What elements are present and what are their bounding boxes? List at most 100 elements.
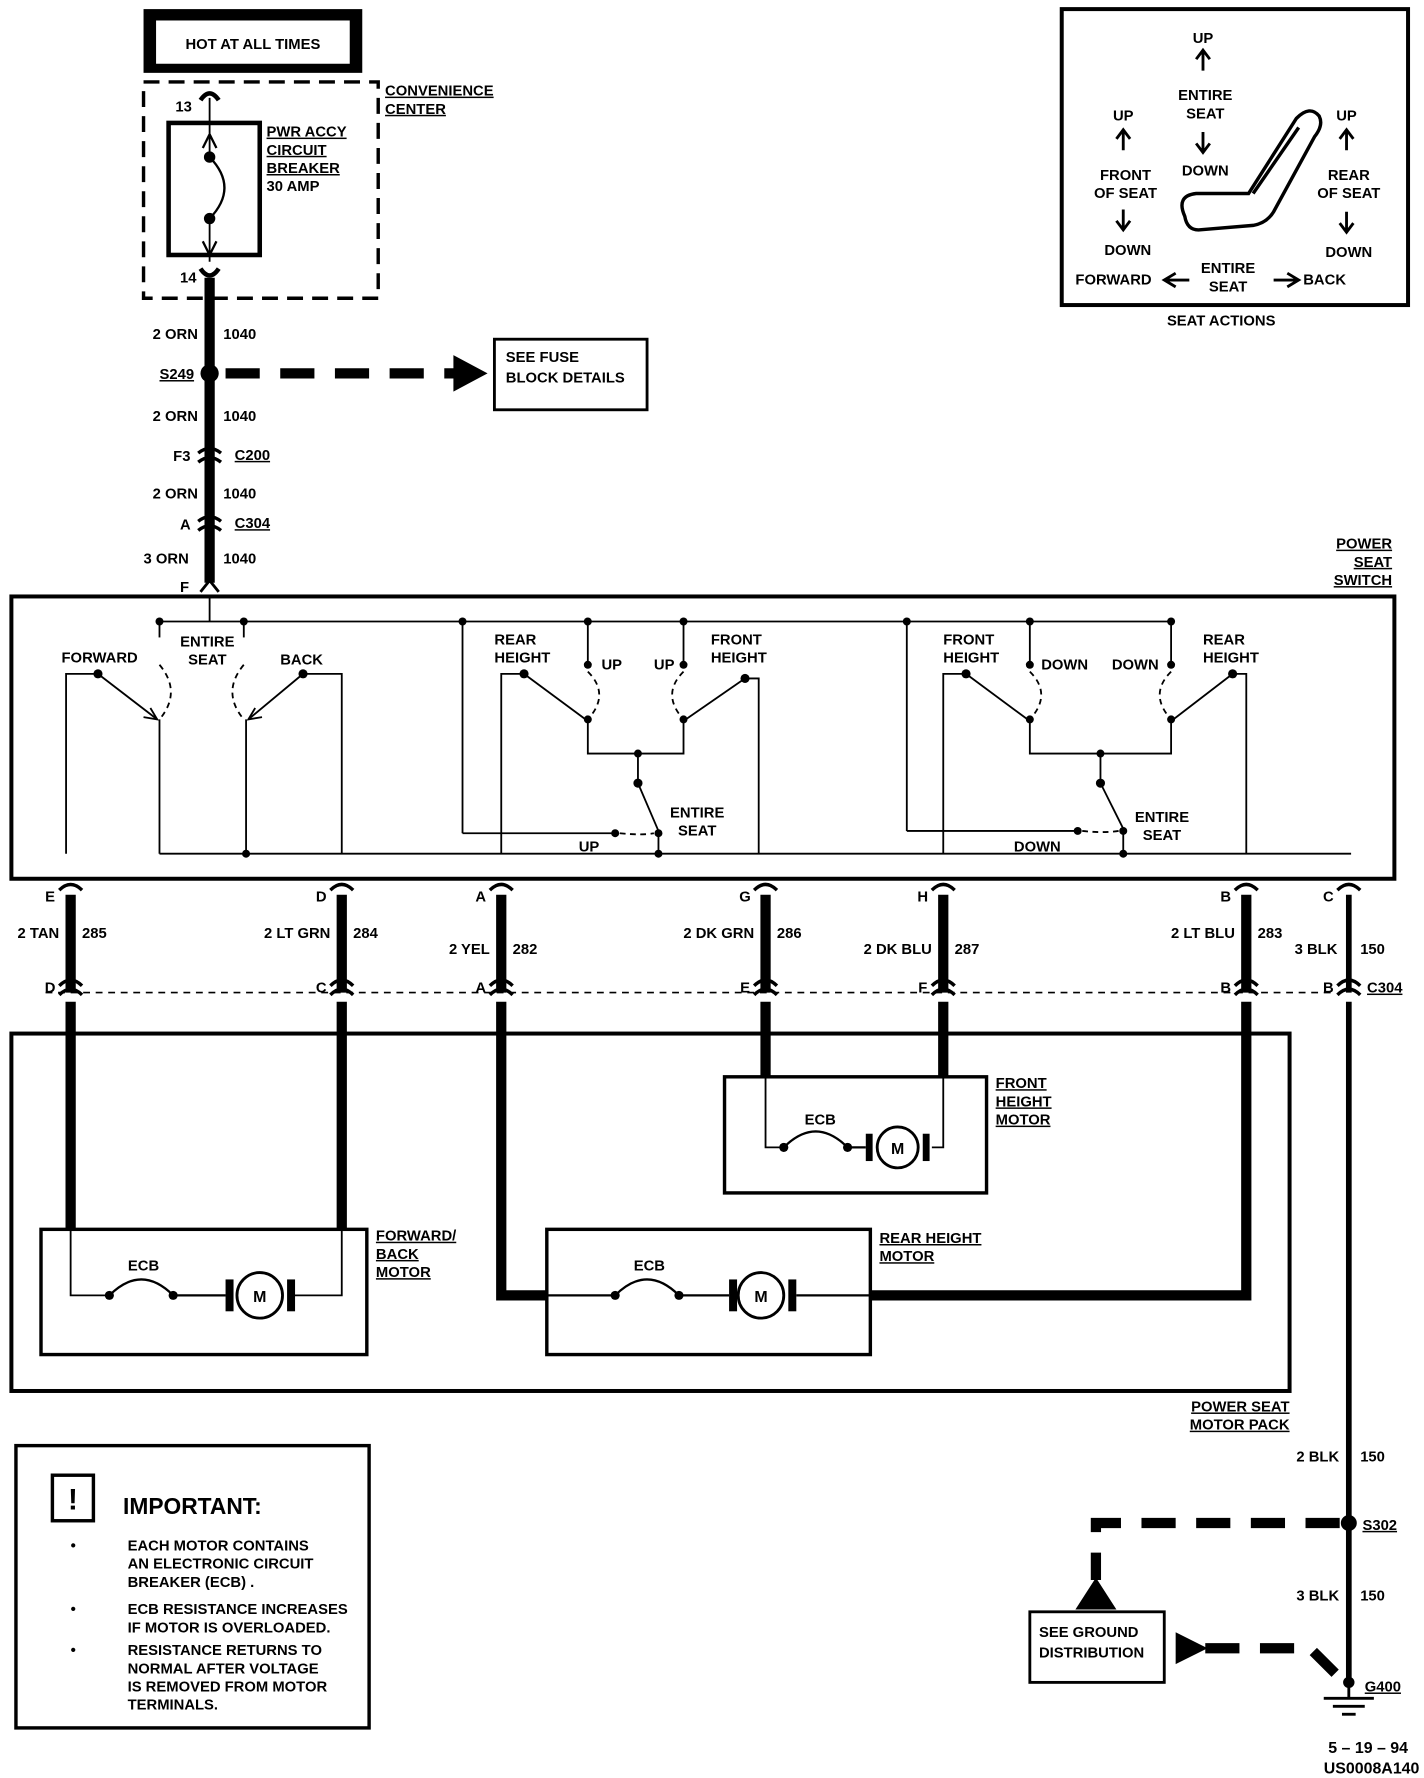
feed-wire-3-color: 2 ORN: [153, 487, 198, 503]
switch-pin-f: F: [180, 580, 189, 596]
rear-motor-symbol: M: [754, 1289, 767, 1306]
sw-front-height-b-2: HEIGHT: [943, 650, 999, 666]
fwd-back-motor-symbol: M: [253, 1289, 266, 1306]
sw-forward-label: FORWARD: [62, 650, 139, 666]
seat-actions-front-1: FRONT: [1100, 168, 1151, 184]
important-title: IMPORTANT:: [123, 1493, 262, 1519]
switch-connector-icon: [329, 882, 355, 892]
rear-height-motor-label-2: MOTOR: [879, 1249, 934, 1265]
wire-pin-top: H: [917, 890, 928, 906]
feed-wire-1-color: 2 ORN: [153, 327, 198, 343]
power-seat-switch-box: [9, 594, 1397, 881]
sw-rear-height-b-1: REAR: [1203, 632, 1245, 648]
sw-up-a: UP: [601, 657, 622, 673]
splice-s249: [200, 364, 219, 383]
fuse-ref-line2: BLOCK DETAILS: [506, 370, 625, 386]
switch-section-height-up: REAR HEIGHT UP UP FRONT HEIGHT: [458, 617, 767, 858]
wire-pin-bottom: A: [475, 981, 486, 997]
important-b3-l4: TERMINALS.: [128, 1698, 218, 1714]
sw-back-label: BACK: [280, 653, 323, 669]
wire-pin-bottom: C: [316, 981, 327, 997]
seat-actions-forward: FORWARD: [1075, 273, 1152, 289]
important-b2-l1: ECB RESISTANCE INCREASES: [128, 1602, 348, 1618]
seat-actions-entire-top-2: SEAT: [1186, 106, 1224, 122]
c200-pin: F3: [173, 449, 190, 465]
important-b2-l2: IF MOTOR IS OVERLOADED.: [128, 1620, 331, 1636]
sw-front-height-2: HEIGHT: [711, 650, 767, 666]
feed-wire-2-color: 2 ORN: [153, 409, 198, 425]
seat-actions-entire-top-1: ENTIRE: [1178, 88, 1232, 104]
forward-back-motor-circuit: ECB M: [69, 1229, 343, 1320]
seat-actions-up-right: UP: [1336, 109, 1357, 125]
fwd-back-motor-label-1: FORWARD/: [376, 1229, 456, 1245]
front-height-motor-label-3: MOTOR: [996, 1113, 1051, 1129]
ground-wire-2-color: 3 BLK: [1296, 1588, 1339, 1604]
rear-height-motor-label-1: REAR HEIGHT: [879, 1231, 981, 1247]
front-height-motor-icon: [875, 1125, 920, 1170]
switch-section-forward-back: FORWARD ENTIRE SEAT BACK: [62, 617, 1352, 858]
important-b3-l1: RESISTANCE RETURNS TO: [128, 1643, 322, 1659]
important-b3-l3: IS REMOVED FROM MOTOR: [128, 1679, 328, 1695]
wire-pin-bottom: D: [45, 981, 56, 997]
wire-color-label: 2 YEL: [449, 942, 490, 958]
sw-up-b: UP: [654, 657, 675, 673]
sw-down-label: DOWN: [1014, 839, 1061, 855]
sw-entire-label-2: SEAT: [188, 653, 226, 669]
fuse-ref-line1: SEE FUSE: [506, 350, 579, 366]
breaker-label-4: 30 AMP: [267, 179, 320, 195]
seat-actions-legend: UP ENTIRE SEAT DOWN UP FRONT OF SEAT DOW…: [1059, 7, 1411, 330]
sw-rear-height-2: HEIGHT: [494, 650, 550, 666]
switch-connector-icon: [58, 882, 84, 892]
sw-rear-height-b-2: HEIGHT: [1203, 650, 1259, 666]
ground-wire-1-color: 2 BLK: [1296, 1450, 1339, 1466]
breaker-label-2: CIRCUIT: [267, 143, 327, 159]
wire-pin-bottom: B: [1220, 981, 1231, 997]
wire-pin-top: D: [316, 890, 327, 906]
motor-pack-box: [9, 1031, 1292, 1393]
sw-entire-down-1: ENTIRE: [1135, 810, 1189, 826]
sw-down-a: DOWN: [1041, 657, 1088, 673]
forward-back-motor-icon: [235, 1271, 284, 1320]
ground-g400-label: G400: [1365, 1679, 1401, 1695]
ground-distribution-ref-box: [1028, 1610, 1166, 1684]
hot-at-all-times-box: HOT AT ALL TIMES: [143, 9, 363, 73]
splice-s302: [1340, 1515, 1357, 1531]
c200-label: C200: [235, 448, 270, 464]
wire-circuit-label: 282: [513, 942, 538, 958]
seat-actions-entire-bottom-1: ENTIRE: [1201, 261, 1255, 277]
pin-14-label: 14: [180, 270, 197, 286]
seat-actions-rear-1: REAR: [1328, 168, 1370, 184]
sw-up-label: UP: [579, 839, 600, 855]
motor-pack-wires: [65, 1001, 1252, 1301]
sw-front-height-b-1: FRONT: [943, 632, 994, 648]
arrow-left-to-ground-ref-icon: [1175, 1632, 1208, 1665]
wire-pin-top: B: [1220, 890, 1231, 906]
feed-wire-2-circuit: 1040: [223, 409, 256, 425]
footer-date: 5 – 19 – 94: [1328, 1740, 1408, 1757]
front-height-motor-label-1: FRONT: [996, 1076, 1047, 1092]
seat-actions-down-left: DOWN: [1104, 243, 1151, 259]
rear-height-motor-circuit: ECB M: [546, 1258, 871, 1320]
seat-actions-rear-2: OF SEAT: [1317, 186, 1380, 202]
wire-pin-bottom: B: [1323, 981, 1334, 997]
seat-outline-icon: [1180, 109, 1323, 232]
seat-actions-back: BACK: [1303, 273, 1346, 289]
switch-connector-icon: [1336, 882, 1362, 892]
fuse-block-ref-box: [492, 337, 649, 412]
sw-rear-height-1: REAR: [494, 632, 536, 648]
sw-front-height-1: FRONT: [711, 632, 762, 648]
c304-pin: A: [180, 517, 191, 533]
ground-ref-line2: DISTRIBUTION: [1039, 1645, 1144, 1661]
ground-wire-2-circuit: 150: [1360, 1588, 1385, 1604]
power-seat-switch-label-2: SEAT: [1354, 555, 1392, 571]
c304-bottom-label: C304: [1367, 981, 1403, 997]
front-height-motor-box: [722, 1075, 989, 1195]
breaker-label-3: BREAKER: [267, 161, 341, 177]
switch-connector-icon: [1233, 882, 1259, 892]
forward-back-motor-box: [39, 1227, 369, 1357]
